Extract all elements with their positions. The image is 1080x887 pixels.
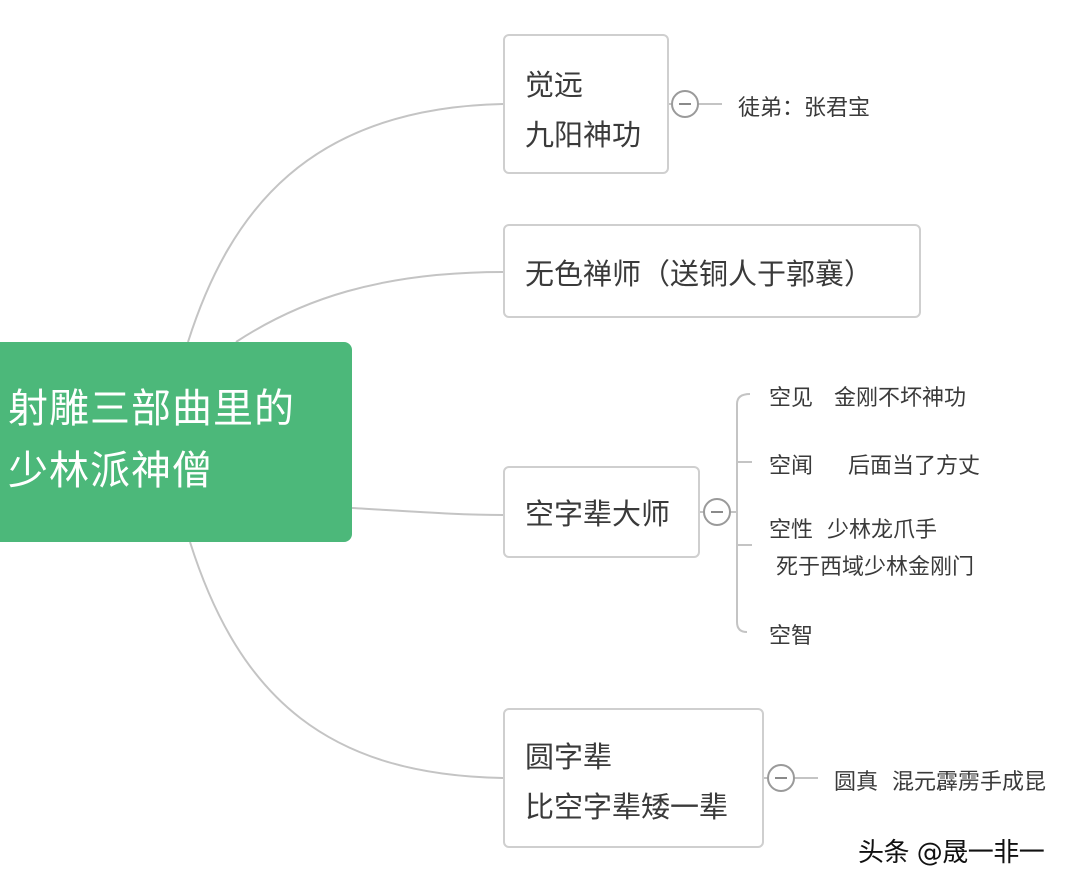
- connector-root-kong: [351, 507, 504, 516]
- root-title-line-1: 射雕三部曲里的: [8, 386, 295, 432]
- node-yuan[interactable]: 圆字辈 比空字辈矮一辈: [503, 708, 764, 848]
- connector-root-juelyuan: [187, 103, 504, 343]
- node-kong[interactable]: 空字辈大师: [503, 466, 700, 558]
- collapse-toggle-yuan[interactable]: [767, 764, 795, 792]
- node-wuse[interactable]: 无色禅师（送铜人于郭襄）: [503, 224, 921, 318]
- collapse-toggle-kong[interactable]: [703, 498, 731, 526]
- node-kong-line-1: 空字辈大师: [525, 497, 671, 531]
- connector-root-yuan: [189, 541, 504, 779]
- node-wuse-line-1: 无色禅师（送铜人于郭襄）: [525, 257, 874, 291]
- node-jueyuan-line-1: 觉远: [525, 68, 584, 102]
- leaf-yuanzhen[interactable]: 圆真 混元霹雳手成昆: [834, 770, 1046, 795]
- connector-root-wuse: [235, 271, 504, 343]
- leaf-kongxing[interactable]: 空性 少林龙爪手: [769, 518, 937, 543]
- collapse-toggle-jueyuan[interactable]: [671, 90, 699, 118]
- root-topic[interactable]: 射雕三部曲里的 少林派神僧: [0, 342, 352, 542]
- leaf-kongjian[interactable]: 空见 金刚不坏神功: [769, 386, 966, 411]
- node-yuan-line-1: 圆字辈: [525, 740, 613, 774]
- root-title-line-2: 少林派神僧: [8, 448, 213, 494]
- leaf-disciple[interactable]: 徒弟：张君宝: [738, 96, 871, 121]
- watermark: 头条 @晟一非一: [858, 838, 1045, 868]
- node-jueyuan-line-2: 九阳神功: [525, 118, 642, 152]
- node-yuan-line-2: 比空字辈矮一辈: [525, 790, 729, 824]
- leaf-kongzhi[interactable]: 空智: [769, 624, 814, 649]
- node-jueyuan[interactable]: 觉远 九阳神功: [503, 34, 669, 174]
- leaf-kongxing-note: 死于西域少林金刚门: [769, 555, 974, 580]
- leaf-kongwen[interactable]: 空闻 后面当了方丈: [769, 454, 980, 479]
